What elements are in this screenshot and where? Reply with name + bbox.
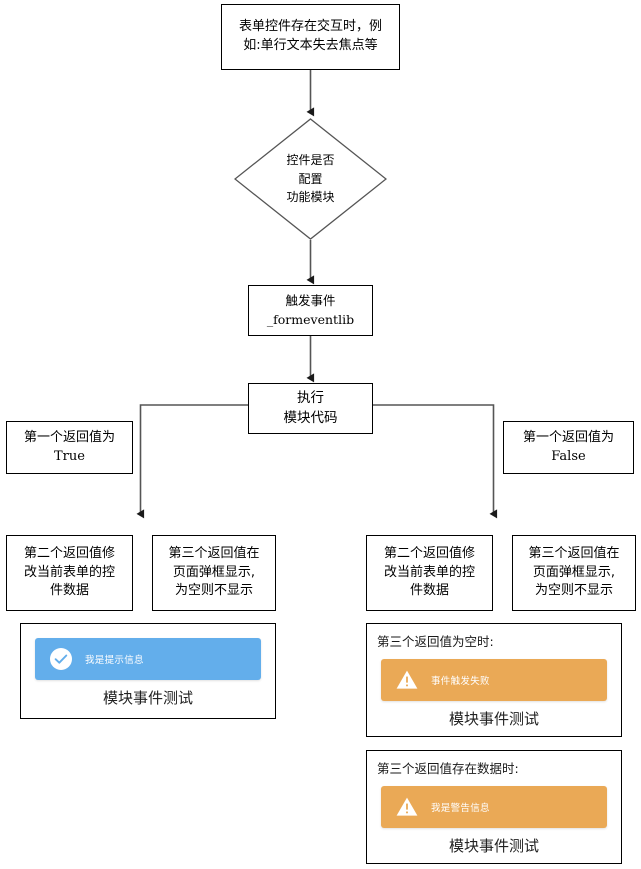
node-right-first-return-line-2: False <box>551 448 586 464</box>
card-info-title: 模块事件测试 <box>102 689 193 707</box>
card-warning-data-demo: 第三个返回值存在数据时: 我是警告信息 模块事件测试 <box>366 750 622 864</box>
node-right-third-return: 第三个返回值在 页面弹框显示, 为空则不显示 <box>512 535 636 611</box>
node-left-third-return-line-1: 第三个返回值在 <box>168 545 260 561</box>
node-right-first-return-false: 第一个返回值为 False <box>503 421 634 474</box>
node-start-line-2: 如:单行文本失去焦点等 <box>243 38 378 53</box>
toast-warning-empty-text: 事件触发失败 <box>431 676 490 687</box>
node-left-first-return-line-1: 第一个返回值为 <box>23 429 115 445</box>
check-circle-icon <box>50 648 72 670</box>
node-left-second-return-line-2: 改当前表单的控 <box>23 564 115 580</box>
node-left-second-return-line-1: 第二个返回值修 <box>23 545 115 561</box>
decision-shape <box>234 118 387 240</box>
node-start: 表单控件存在交互时，例 如:单行文本失去焦点等 <box>221 4 400 70</box>
node-right-third-return-line-3: 为空则不显示 <box>534 583 613 599</box>
node-right-second-return-line-1: 第二个返回值修 <box>383 545 475 561</box>
node-trigger-line-2: _formeventlib <box>266 311 355 327</box>
node-right-third-return-line-2: 页面弹框显示, <box>532 564 616 580</box>
card-info-demo: 我是提示信息 模块事件测试 <box>20 623 276 719</box>
toast-warning-data: 我是警告信息 <box>381 786 607 828</box>
card-warning-empty-caption: 第三个返回值为空时: <box>377 634 494 649</box>
toast-warning-data-text: 我是警告信息 <box>431 803 490 814</box>
toast-info-text: 我是提示信息 <box>85 655 144 666</box>
node-decision: 控件是否 配置 功能模块 <box>234 118 387 240</box>
warning-triangle-icon <box>396 670 418 689</box>
card-warning-empty-demo: 第三个返回值为空时: 事件触发失败 模块事件测试 <box>366 623 622 737</box>
node-right-second-return: 第二个返回值修 改当前表单的控 件数据 <box>366 535 493 611</box>
node-left-first-return-line-2: True <box>54 448 85 464</box>
node-execute-line-1: 执行 <box>297 389 324 406</box>
node-start-line-1: 表单控件存在交互时，例 <box>238 19 382 35</box>
warning-triangle-icon <box>396 797 418 816</box>
node-right-first-return-line-1: 第一个返回值为 <box>522 429 614 445</box>
connector-execute-to-left <box>136 404 248 519</box>
connector-execute-to-right <box>373 404 498 519</box>
node-left-third-return-line-2: 页面弹框显示, <box>172 564 256 580</box>
card-warning-data-title: 模块事件测试 <box>448 837 539 855</box>
node-left-third-return: 第三个返回值在 页面弹框显示, 为空则不显示 <box>152 535 276 611</box>
toast-warning-empty: 事件触发失败 <box>381 659 607 701</box>
card-warning-data-caption: 第三个返回值存在数据时: <box>377 761 519 776</box>
node-right-second-return-line-3: 件数据 <box>409 583 449 599</box>
node-right-second-return-line-2: 改当前表单的控 <box>383 564 475 580</box>
node-left-third-return-line-3: 为空则不显示 <box>174 583 253 599</box>
toast-info: 我是提示信息 <box>35 638 261 680</box>
node-trigger-event: 触发事件 _formeventlib <box>248 285 373 336</box>
node-trigger-line-1: 触发事件 <box>285 293 336 309</box>
node-left-second-return: 第二个返回值修 改当前表单的控 件数据 <box>6 535 133 611</box>
node-right-third-return-line-1: 第三个返回值在 <box>528 545 620 561</box>
card-warning-empty-title: 模块事件测试 <box>448 710 539 728</box>
node-execute-line-2: 模块代码 <box>283 409 338 426</box>
node-left-second-return-line-3: 件数据 <box>49 583 89 599</box>
node-left-first-return-true: 第一个返回值为 True <box>6 421 133 474</box>
node-execute-module-code: 执行 模块代码 <box>248 383 373 434</box>
